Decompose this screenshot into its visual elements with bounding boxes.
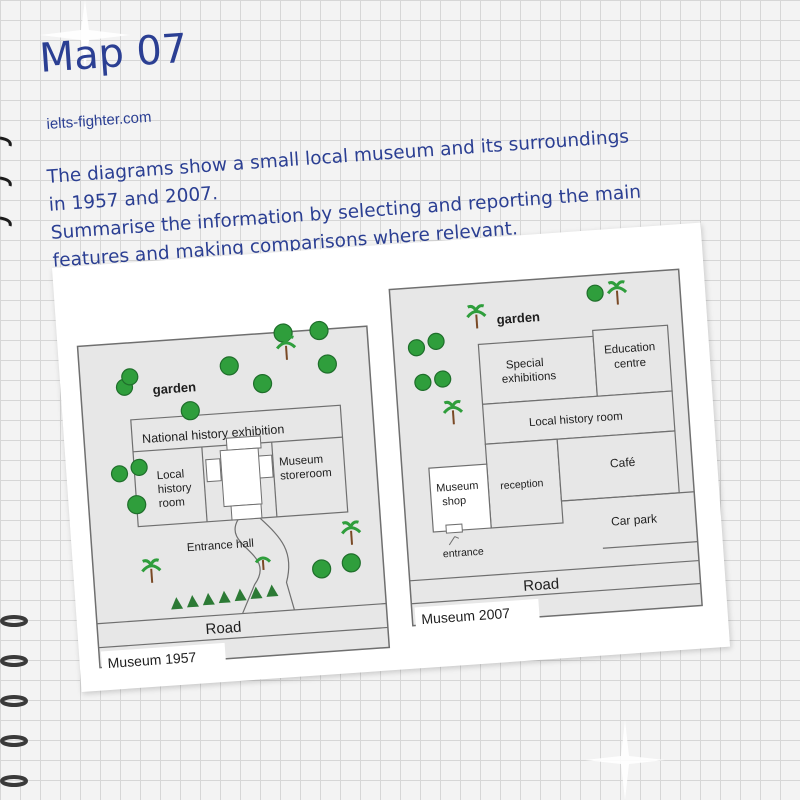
map-2007: Road Museum 2007 garden Special exhibiti… xyxy=(388,268,703,630)
road-line xyxy=(96,602,387,625)
caption-box xyxy=(100,642,227,674)
pine-tree-icon xyxy=(171,597,184,610)
map-sheet: Road Museum 1957 National history exhibi… xyxy=(52,222,731,692)
pine-tree-icon xyxy=(202,592,215,606)
sparkle-icon xyxy=(40,0,130,70)
palm-tree-icon xyxy=(341,520,362,545)
tree-icon xyxy=(110,465,129,483)
car-park-edge xyxy=(602,541,698,549)
room-local-history: history xyxy=(157,482,192,496)
road-label: Road xyxy=(523,575,560,594)
road-label: Road xyxy=(205,619,242,638)
tree-icon xyxy=(219,356,239,376)
road-line xyxy=(98,626,388,649)
tree-icon xyxy=(414,373,432,392)
tree-icon xyxy=(341,553,361,573)
entrance-arrow xyxy=(448,536,460,546)
palm-tree-icon xyxy=(275,335,297,360)
car-park-label: Car park xyxy=(611,511,659,528)
road-line xyxy=(411,582,701,605)
wall xyxy=(201,446,208,522)
pine-tree-icon xyxy=(234,588,247,602)
map-caption: Museum 2007 xyxy=(421,605,511,627)
tree-icon xyxy=(180,401,200,421)
entrance-path xyxy=(259,517,296,611)
palm-tree-icon xyxy=(606,280,628,305)
room-label: Education xyxy=(604,341,656,357)
museum-maps: Road Museum 1957 National history exhibi… xyxy=(76,268,703,674)
tree-icon xyxy=(252,373,273,394)
tree-icon xyxy=(427,332,445,350)
palm-tree-icon xyxy=(254,556,272,571)
tree-icon xyxy=(121,368,139,386)
pine-tree-icon xyxy=(218,590,231,604)
room-label: exhibitions xyxy=(501,370,556,386)
tree-icon xyxy=(127,495,147,515)
wall xyxy=(271,442,278,517)
doorway xyxy=(230,503,263,521)
map-1957: Road Museum 1957 National history exhibi… xyxy=(76,320,391,674)
page-title: Map 07 xyxy=(38,25,189,82)
room-label: Museum xyxy=(436,480,479,495)
room-label: shop xyxy=(442,495,467,509)
tree-icon xyxy=(586,284,604,302)
palm-tree-icon xyxy=(141,558,162,583)
room-museum-storeroom: Museum xyxy=(279,454,324,469)
pine-tree-icon xyxy=(266,584,279,597)
entrance-door xyxy=(445,523,463,534)
notebook-binding xyxy=(0,136,28,787)
room-label: centre xyxy=(614,357,647,371)
garden-label: garden xyxy=(152,379,196,397)
room-label: Special xyxy=(505,357,543,372)
tree-icon xyxy=(407,339,426,357)
palm-tree-icon xyxy=(466,304,487,329)
room-museum-storeroom: storeroom xyxy=(280,467,332,483)
room-local-history: Local xyxy=(156,468,184,482)
palm-tree-icon xyxy=(442,400,464,425)
room-label: reception xyxy=(500,477,544,492)
garden-label: garden xyxy=(496,309,540,327)
entrance-hall xyxy=(219,447,263,508)
doorway xyxy=(205,458,222,483)
pine-tree-icon xyxy=(187,595,199,608)
map-caption: Museum 1957 xyxy=(107,649,197,671)
entrance-hall-label: Entrance hall xyxy=(186,538,254,555)
tree-icon xyxy=(309,320,329,341)
caption-box xyxy=(414,598,540,630)
room-label: Café xyxy=(610,455,637,471)
entrance-label: entrance xyxy=(443,546,485,561)
sparkle-icon xyxy=(585,720,665,800)
entrance-path xyxy=(234,519,261,614)
tree-icon xyxy=(312,559,332,579)
room-local-history: room xyxy=(158,496,185,510)
site-url: ielts-fighter.com xyxy=(46,108,152,133)
pine-tree-icon xyxy=(250,586,263,599)
road-line xyxy=(409,559,700,582)
wall xyxy=(561,491,695,502)
tree-icon xyxy=(130,458,148,477)
tree-icon xyxy=(317,354,337,374)
tree-icon xyxy=(434,370,452,388)
